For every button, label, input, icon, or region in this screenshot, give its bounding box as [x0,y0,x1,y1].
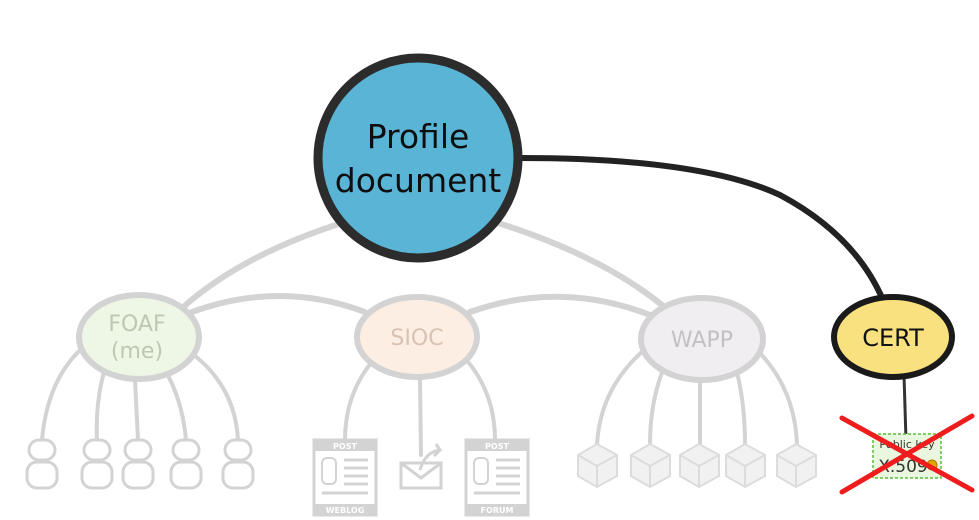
weblog-top-label: POST [333,442,357,451]
foaf-node: FOAF (me) [76,292,202,382]
person-icon [169,438,203,490]
link-profile-foaf [177,219,348,313]
faded-links [177,219,665,318]
link-sioc-wapp [467,293,653,318]
person-icon [121,438,155,490]
link-cert-key [902,374,908,441]
cube-icon [577,442,618,489]
cube-icon [630,442,671,489]
link-profile-cert [517,155,886,303]
cert-label: CERT [862,324,924,352]
profile-label-line2: document [335,161,502,200]
cube-icon [725,442,766,489]
sioc-label: SIOC [390,326,443,351]
forum-top-label: POST [485,442,509,451]
cube-icon [776,442,817,489]
profile-document-node: Profile document [313,53,523,263]
person-icon [221,438,255,490]
cross-out-icon [839,413,975,495]
weblog-bottom-label: WEBLOG [326,506,365,515]
foaf-label-line1: FOAF [108,312,165,337]
link-profile-wapp [492,219,665,308]
wapp-node: WAPP [638,295,766,383]
foaf-label-line2: (me) [111,339,163,364]
foaf-person-icons [25,438,255,490]
person-icon [25,438,59,490]
profile-label-line1: Profile [367,117,470,156]
person-icon [80,438,114,490]
weblog-post-icon [312,438,378,517]
forum-post-icon [464,438,530,517]
envelope-forward-icon [399,443,443,490]
cube-icon [679,442,720,489]
link-foaf-sioc [189,293,368,315]
wapp-label: WAPP [671,328,733,353]
forum-bottom-label: FORUM [481,506,514,515]
wapp-cube-icons [577,442,817,489]
cert-node: CERT [831,294,955,380]
sioc-node: SIOC [354,294,480,380]
